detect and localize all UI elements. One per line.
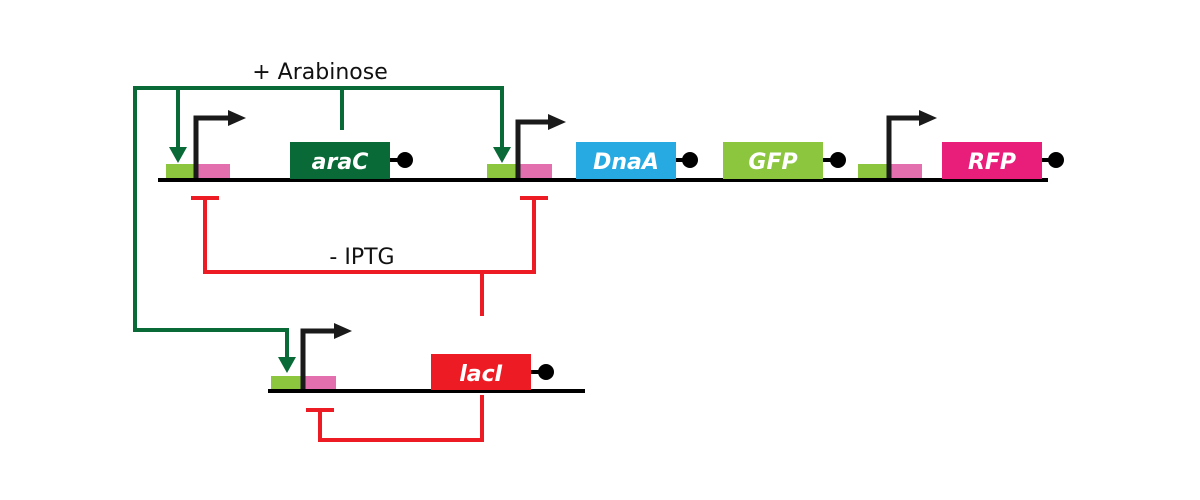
activation-network [133, 86, 504, 360]
promoter-arrowhead-3 [919, 110, 937, 126]
activation-arrowhead-1 [169, 147, 187, 163]
operator-pink-1 [196, 164, 230, 178]
operator-green-4 [271, 376, 303, 389]
gene-arac-box [290, 142, 390, 179]
repression-network [191, 196, 548, 442]
operator-green-1 [166, 164, 196, 178]
iptg-repression-line [203, 198, 536, 274]
gene-dnaa: DnaA [576, 142, 698, 179]
gene-arac-label: araC [312, 150, 369, 175]
terminator-laci [538, 364, 554, 380]
gene-gfp-label: GFP [748, 150, 797, 175]
gene-laci-label: lacI [459, 362, 503, 387]
gene-laci: lacI [431, 354, 554, 390]
terminator-arac [397, 152, 413, 168]
promoter-arrowhead-4 [334, 323, 352, 339]
operator-green-3 [858, 164, 888, 178]
promoter-arrow-4 [300, 328, 336, 389]
gene-gfp-box [723, 142, 823, 179]
terminator-dnaa [682, 152, 698, 168]
gene-arac: araC [290, 142, 413, 179]
operator-green-2 [487, 164, 517, 178]
iptg-label: - IPTG [329, 245, 394, 270]
operator-pink-2 [517, 164, 552, 178]
terminator-gfp [830, 152, 846, 168]
activation-arrowhead-3 [278, 357, 296, 373]
gene-laci-box [431, 354, 531, 390]
promoter-arrow-1 [193, 115, 230, 178]
gene-dnaa-box [576, 142, 676, 179]
operator-pink-4 [303, 376, 336, 389]
gene-rfp: RFP [942, 142, 1064, 179]
promoter-arrowhead-2 [548, 114, 566, 130]
promoter-arrow-3 [886, 115, 921, 178]
gene-gfp: GFP [723, 142, 846, 179]
activation-arrowheads [169, 147, 511, 373]
arabinose-to-laci-line [133, 86, 289, 360]
gene-dnaa-label: DnaA [593, 150, 659, 175]
arabinose-label: + Arabinose [252, 60, 387, 85]
gene-rfp-label: RFP [968, 150, 1016, 175]
promoter-arrow-2 [515, 119, 550, 178]
operator-pink-3 [888, 164, 922, 178]
promoter-arrowhead-1 [228, 110, 246, 126]
arabinose-activation-line [340, 86, 504, 150]
laci-self-repression-line [318, 395, 484, 442]
activation-arrowhead-2 [493, 147, 511, 163]
gene-rfp-box [942, 142, 1042, 179]
terminator-rfp [1048, 152, 1064, 168]
